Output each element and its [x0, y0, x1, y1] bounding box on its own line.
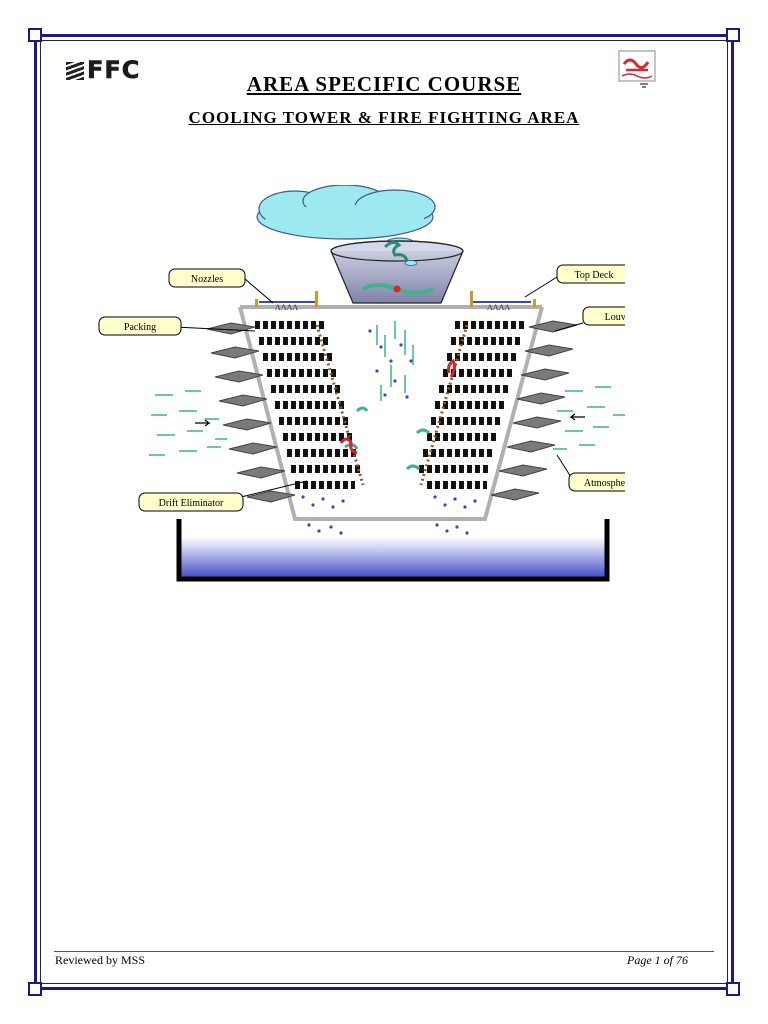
border-corner-ornament — [726, 982, 740, 996]
border-corner-ornament — [726, 28, 740, 42]
louvers-left — [206, 322, 296, 503]
page-border-inner — [40, 40, 728, 984]
svg-text:Drift Eliminator: Drift Eliminator — [159, 498, 224, 509]
air-inlet-arrow-right — [569, 413, 585, 421]
page-subtitle: COOLING TOWER & FIRE FIGHTING AREA — [188, 108, 580, 127]
footer-reviewed-by: Reviewed by MSS — [55, 953, 145, 967]
page-title: AREA SPECIFIC COURSE — [246, 72, 522, 96]
atmosphere-air-streams-left — [149, 390, 227, 456]
vapor-cloud — [256, 185, 436, 249]
page-border-outer — [34, 34, 734, 990]
callout-packing: Packing — [98, 316, 256, 336]
atmosphere-air-streams-right — [553, 386, 625, 450]
svg-text:ΛΛΛΛ: ΛΛΛΛ — [275, 303, 298, 312]
ffc-logo: FFC — [66, 56, 140, 84]
water-droplets — [301, 329, 477, 535]
air-inlet-arrow-left — [195, 419, 211, 427]
packing-fill-right — [419, 321, 527, 489]
footer-page-number: Page 1 of 76 — [627, 953, 688, 967]
louvers-right — [490, 320, 578, 501]
callout-drift-eliminator: Drift Eliminator — [138, 480, 308, 512]
ffc-stripes-icon — [66, 62, 84, 80]
heat-arrow-left — [339, 437, 358, 455]
svg-text:Atmosphere Air: Atmosphere Air — [584, 478, 625, 489]
svg-text:Nozzles: Nozzles — [191, 274, 223, 285]
svg-text:ΛΛΛΛ: ΛΛΛΛ — [487, 303, 510, 312]
callout-top-deck: Top Deck — [524, 264, 625, 298]
callout-nozzles: Nozzles — [168, 268, 274, 304]
border-corner-ornament — [28, 982, 42, 996]
footer-divider — [54, 951, 714, 952]
callout-louvers: Louvers — [554, 306, 625, 332]
cold-water-basin — [176, 519, 610, 582]
fan-stack — [330, 240, 464, 304]
cooling-tower-diagram: ΛΛΛΛ ΛΛΛΛ — [98, 185, 625, 582]
svg-text:Top Deck: Top Deck — [574, 270, 613, 281]
packing-fill-left — [255, 321, 363, 489]
callout-atmosphere-air: Atmosphere Air — [556, 454, 625, 492]
heat-arrow-right — [447, 358, 457, 378]
border-corner-ornament — [28, 28, 42, 42]
svg-text:Louvers: Louvers — [605, 312, 625, 323]
svg-text:Packing: Packing — [124, 322, 156, 333]
sona-logo-icon — [618, 50, 656, 88]
internal-air-flow — [344, 321, 431, 471]
